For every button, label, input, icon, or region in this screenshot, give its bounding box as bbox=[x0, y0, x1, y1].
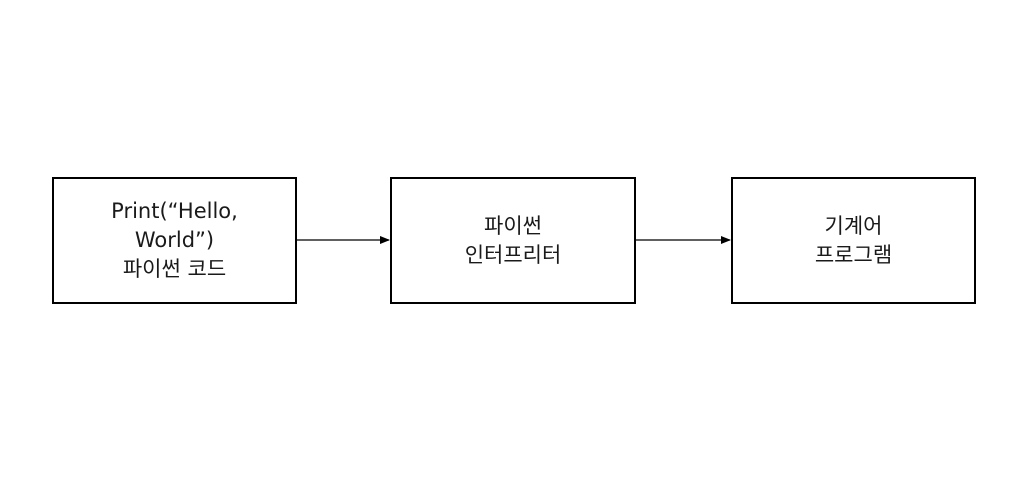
node-python-code: Print(“Hello, World”) 파이썬 코드 bbox=[52, 177, 297, 304]
node-python-code-line-2: World”) bbox=[134, 228, 215, 252]
node-python-interpreter: 파이썬 인터프리터 bbox=[390, 177, 636, 304]
node-python-interpreter-line-1: 파이썬 bbox=[484, 213, 542, 238]
node-python-code-line-3: 파이썬 코드 bbox=[122, 257, 227, 281]
node-machine-program: 기계어 프로그램 bbox=[731, 177, 976, 304]
node-machine-program-line-2: 프로그램 bbox=[814, 242, 893, 267]
node-python-code-line-1: Print(“Hello, bbox=[111, 199, 238, 223]
node-machine-program-line-1: 기계어 bbox=[824, 213, 883, 238]
node-python-interpreter-line-2: 인터프리터 bbox=[464, 242, 562, 267]
